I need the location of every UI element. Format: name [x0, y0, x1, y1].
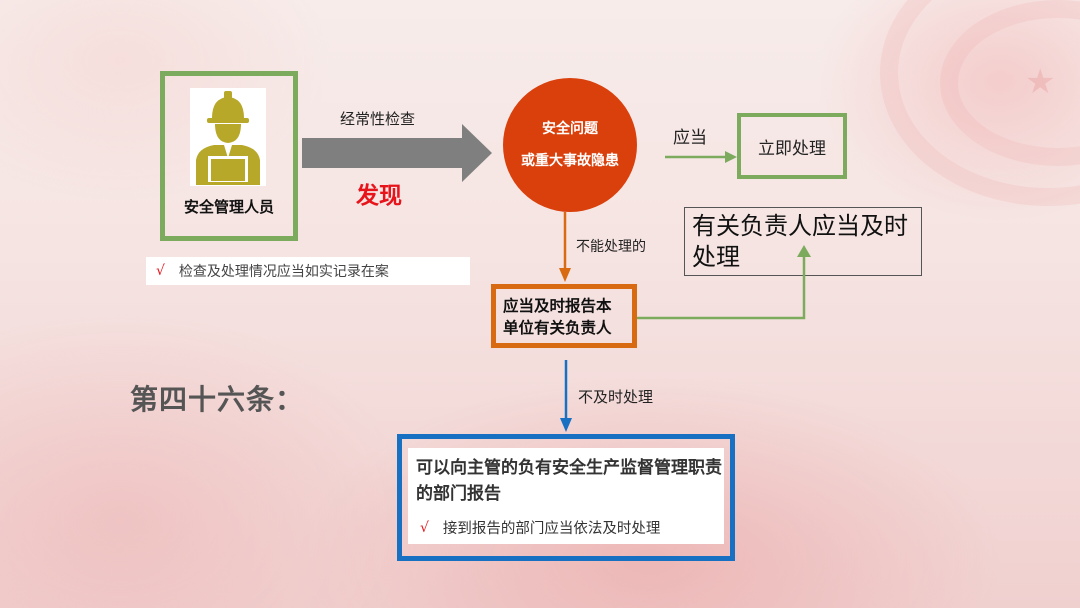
- authority-box-title: 可以向主管的负有安全生产监督管理职责的部门报告: [416, 458, 722, 504]
- checkmark-icon: √: [156, 263, 165, 279]
- report-to-responsible-box: 应当及时报告本 单位有关负责人: [491, 284, 637, 348]
- authority-report-box: 可以向主管的负有安全生产监督管理职责的部门报告 √ 接到报告的部门应当依法及时处…: [397, 434, 735, 561]
- safety-manager-label: 安全管理人员: [183, 198, 274, 216]
- record-note-text: 检查及处理情况应当如实记录在案: [178, 264, 389, 280]
- authority-box-background: [408, 448, 724, 544]
- authority-box-note: √ 接到报告的部门应当依法及时处理: [410, 517, 660, 538]
- orange-down-arrow-icon: [559, 212, 571, 282]
- gray-arrow-icon: [302, 124, 492, 182]
- safety-manager-box: [160, 71, 298, 241]
- star-icon: ★: [1025, 62, 1056, 102]
- article-title: 第四十六条：: [130, 383, 305, 416]
- construction-worker-icon: [190, 88, 266, 186]
- responsible-person-box: 有关负责人应当及时处理: [684, 207, 922, 276]
- immediate-handle-box: 立即处理: [737, 113, 847, 179]
- authority-note-text: 接到报告的部门应当依法及时处理: [442, 521, 661, 537]
- blue-down-arrow-icon: [560, 360, 572, 432]
- regular-inspection-label: 经常性检查: [340, 110, 416, 128]
- report-line1: 应当及时报告本: [503, 297, 612, 315]
- not-timely-label: 不及时处理: [578, 388, 654, 406]
- discover-label: 发现: [356, 183, 402, 209]
- cannot-handle-label: 不能处理的: [576, 239, 646, 255]
- green-connector-arrow-icon: [637, 245, 811, 320]
- should-label: 应当: [673, 128, 707, 148]
- immediate-handle-label: 立即处理: [758, 138, 826, 159]
- checkmark-icon: √: [420, 519, 429, 536]
- circle-line1: 安全问题: [542, 121, 598, 137]
- safety-issue-circle: 安全问题 或重大事故隐患: [503, 78, 637, 212]
- circle-line2: 或重大事故隐患: [521, 153, 619, 169]
- record-note: √ 检查及处理情况应当如实记录在案: [146, 257, 470, 285]
- report-line2: 单位有关负责人: [503, 319, 612, 337]
- green-arrow-icon: [665, 151, 737, 163]
